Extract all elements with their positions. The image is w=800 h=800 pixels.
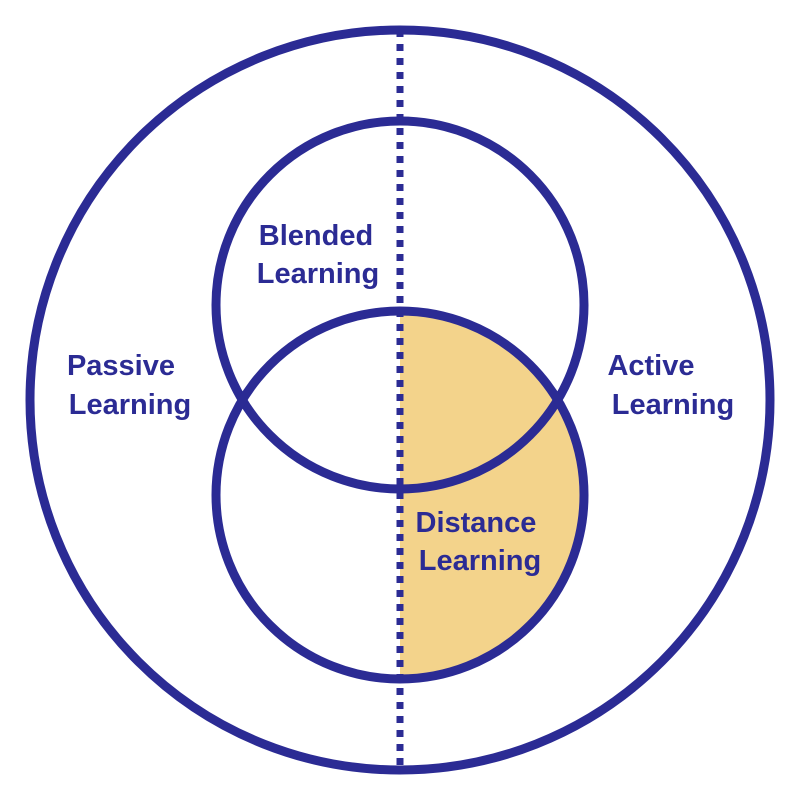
distance-learning-label: Distance Learning — [416, 507, 545, 577]
distance-label-line2: Learning — [419, 545, 541, 577]
blended-label-line1: Blended — [259, 220, 373, 252]
passive-label-line1: Passive — [67, 350, 175, 382]
blended-label-line2: Learning — [257, 258, 379, 290]
blended-learning-label: Blended Learning — [257, 220, 381, 290]
passive-label-line2: Learning — [69, 389, 191, 421]
active-learning-label: Active Learning — [607, 350, 734, 421]
passive-learning-label: Passive Learning — [67, 350, 191, 421]
active-label-line2: Learning — [612, 389, 734, 421]
active-label-line1: Active — [607, 350, 694, 382]
distance-active-highlight — [400, 311, 584, 679]
distance-label-line1: Distance — [416, 507, 537, 539]
